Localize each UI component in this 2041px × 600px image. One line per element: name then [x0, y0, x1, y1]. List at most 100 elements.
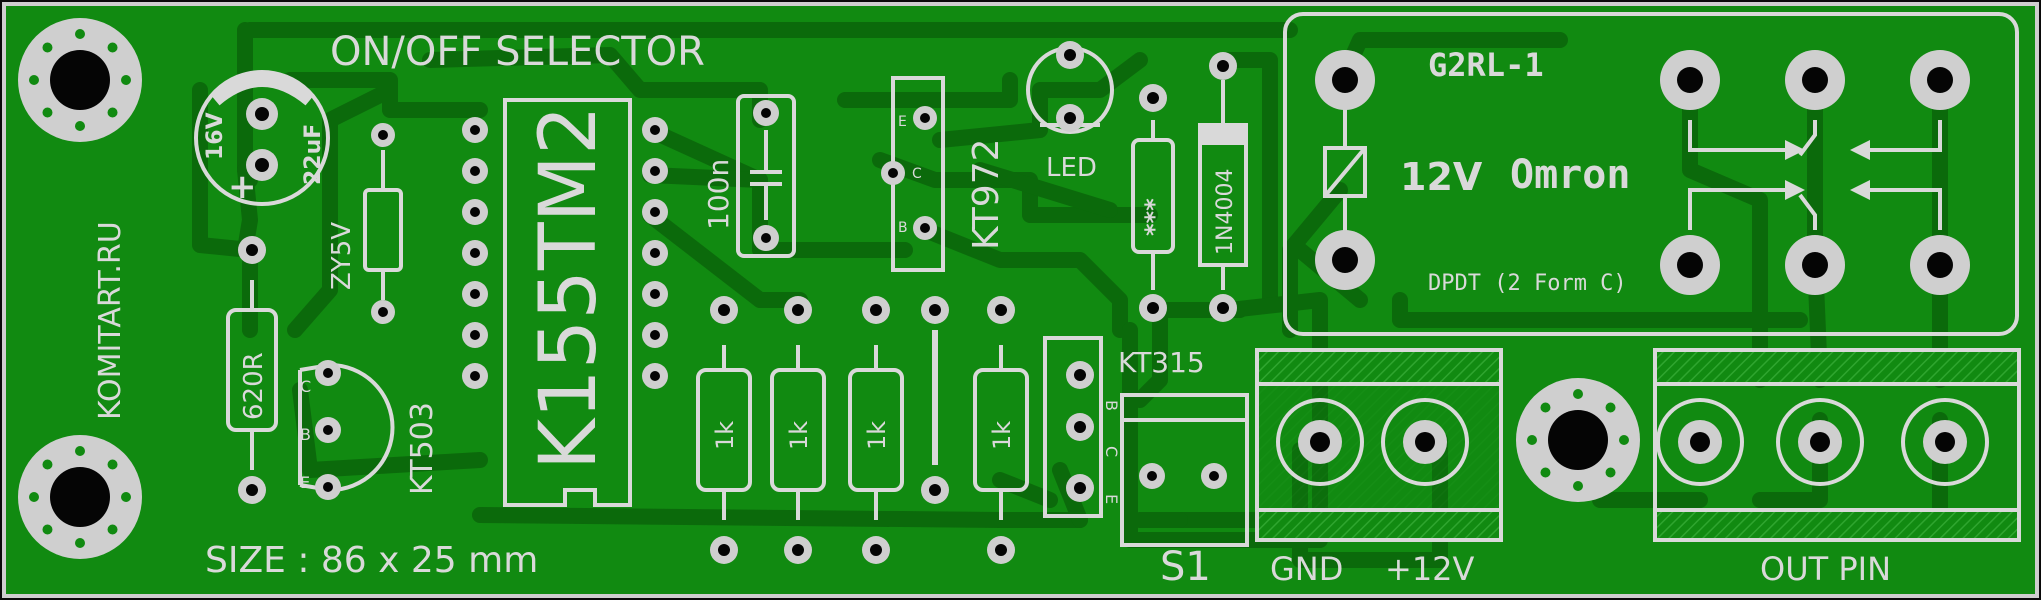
kt972-c-label: C [912, 166, 922, 182]
relay-coil-pad [1315, 50, 1375, 110]
ic-pin-pad [642, 363, 668, 389]
kt315-e-label: E [1102, 494, 1121, 504]
resistor-pad [862, 296, 890, 324]
relay-type-label: DPDT (2 Form C) [1428, 271, 1627, 296]
zener-label: ZY5V [327, 222, 357, 290]
r4-label: 1k [988, 421, 1016, 450]
jumper-pad [921, 476, 949, 504]
resistor-pad [710, 296, 738, 324]
terminal-pad [1798, 420, 1842, 464]
transistor-pad [1066, 413, 1094, 441]
ic-pin-pad [462, 240, 488, 266]
transistor-pad [881, 161, 905, 185]
transistor-pad [913, 216, 937, 240]
cap-pad [246, 149, 278, 181]
diode-label: 1N4004 [1213, 169, 1238, 255]
cap-value-label: 22uF [301, 124, 326, 185]
resistor-pad [784, 296, 812, 324]
cap-plus-label: + [228, 167, 257, 207]
resistor-620-label: 620R [239, 352, 269, 420]
relay-contact-pad [1785, 50, 1845, 110]
led-resistor-label: *** [1140, 198, 1168, 236]
jumper-pad [921, 296, 949, 324]
ic-pin-pad [642, 117, 668, 143]
terminal-pad [1923, 420, 1967, 464]
resistor-pad [238, 476, 266, 504]
resistor-pad [710, 536, 738, 564]
out-pin-label: OUT PIN [1760, 550, 1891, 588]
kt315-c-label: C [1102, 446, 1121, 457]
ic-pin-pad [642, 199, 668, 225]
ic-label: K155TM2 [524, 105, 614, 470]
plus12-label: +12V [1385, 550, 1475, 588]
kt972-b-label: B [898, 220, 908, 236]
cap-voltage-label: 16V [203, 112, 228, 160]
relay-model-label: G2RL-1 [1428, 46, 1544, 84]
ic-outline [503, 98, 632, 507]
relay-coil-pad [1315, 230, 1375, 290]
kt315-b-label: B [1102, 400, 1121, 411]
ic-pin-pad [462, 322, 488, 348]
kt972-e-label: E [898, 114, 907, 130]
kt503-c-label: C [300, 377, 311, 396]
silkscreen-text: ON/OFF SELECTOR SIZE : 86 x 25 mm KOMITA… [93, 29, 1891, 590]
kt503-b-label: B [300, 425, 311, 444]
mounting-holes [18, 18, 1640, 559]
terminal-pad [1678, 420, 1722, 464]
relay-outline [1283, 12, 2019, 336]
led-pad [1056, 41, 1084, 69]
switch-pad [1201, 463, 1227, 489]
terminal-pad [1403, 420, 1447, 464]
led-label: LED [1046, 153, 1097, 183]
diode-pad [1209, 294, 1237, 322]
resistor-pad [1139, 294, 1167, 322]
r2-label: 1k [785, 421, 813, 450]
relay-contact-pad [1660, 235, 1720, 295]
relay-contact-pad [1785, 235, 1845, 295]
zener-pad [371, 123, 395, 147]
ic-pin-pad [642, 240, 668, 266]
resistor-pad [862, 536, 890, 564]
ic-pin-pad [642, 281, 668, 307]
transistor-pad [315, 417, 341, 443]
transistor-pad [1066, 361, 1094, 389]
cap-100n-label: 100n [702, 159, 735, 230]
transistor-pad [315, 474, 341, 500]
board-title: ON/OFF SELECTOR [330, 29, 705, 75]
led-pad [1056, 104, 1084, 132]
resistor-pad [987, 296, 1015, 324]
r3-label: 1k [863, 421, 891, 450]
ic-pin-pad [462, 363, 488, 389]
r1-label: 1k [711, 421, 739, 450]
kt315-label: KT315 [1118, 346, 1205, 379]
transistor-pad [913, 106, 937, 130]
transistor-pad [315, 360, 341, 386]
kt503-label: KT503 [405, 402, 440, 495]
transistor-pad [1066, 474, 1094, 502]
relay-contact-pad [1660, 50, 1720, 110]
relay-contact-arrows [1785, 140, 1870, 200]
ic-pin-pad [462, 199, 488, 225]
switch-label: S1 [1160, 544, 1211, 590]
ic-pin-pad [642, 158, 668, 184]
relay-brand-label: Omron [1510, 152, 1630, 198]
cap-pad [753, 225, 779, 251]
resistor-pad [238, 236, 266, 264]
relay-contact-pad [1910, 235, 1970, 295]
zener-pad [371, 300, 395, 324]
kt972-label: KT972 [966, 138, 1007, 250]
cap-pad [246, 98, 278, 130]
relay-contact-pad [1910, 50, 1970, 110]
relay-voltage-label: 12V [1400, 155, 1483, 199]
pads [238, 41, 1970, 564]
gnd-label: GND [1270, 550, 1343, 588]
board-size: SIZE : 86 x 25 mm [205, 540, 538, 581]
resistor-pad [1139, 84, 1167, 112]
ic-pin-pad [462, 281, 488, 307]
kt503-e-label: E [300, 473, 310, 492]
diode-pad [1209, 52, 1237, 80]
copper-traces [192, 22, 1948, 568]
ic-pin-pad [642, 322, 668, 348]
cap-pad [753, 100, 779, 126]
